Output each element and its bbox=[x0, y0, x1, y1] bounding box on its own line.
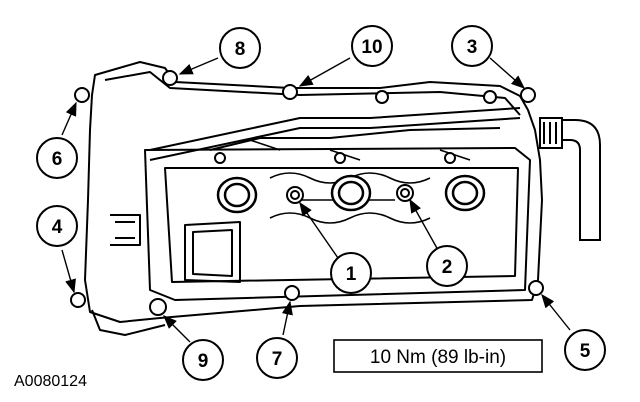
bolt-6 bbox=[74, 87, 90, 103]
figure-id: A0080124 bbox=[14, 373, 87, 390]
callout-7: 7 bbox=[256, 337, 298, 379]
svg-text:6: 6 bbox=[52, 149, 63, 170]
svg-text:7: 7 bbox=[272, 349, 283, 370]
callout-5: 5 bbox=[564, 329, 606, 371]
stud-a bbox=[375, 90, 389, 104]
plug-well-2-inner bbox=[337, 180, 365, 206]
leader-4 bbox=[61, 249, 76, 294]
bolt-3 bbox=[520, 87, 536, 103]
bolt-2-center bbox=[400, 188, 410, 198]
callout-3: 3 bbox=[451, 25, 493, 67]
callout-1: 1 bbox=[330, 252, 372, 294]
breather-hose bbox=[539, 117, 601, 241]
leader-1 bbox=[299, 201, 339, 259]
leader-2 bbox=[409, 198, 439, 251]
callout-6: 6 bbox=[36, 137, 78, 179]
bolt-7 bbox=[284, 285, 300, 301]
bolt-9 bbox=[149, 298, 167, 316]
bolt-1-center bbox=[290, 190, 300, 200]
bolt-4 bbox=[70, 292, 86, 308]
bolt-8 bbox=[162, 70, 178, 86]
svg-text:5: 5 bbox=[580, 341, 591, 362]
spark-plug-wells bbox=[216, 174, 486, 214]
callout-8: 8 bbox=[219, 27, 261, 69]
leader-7 bbox=[281, 300, 293, 336]
valve-cover-outline bbox=[84, 61, 543, 336]
svg-text:2: 2 bbox=[442, 257, 453, 278]
callout-2: 2 bbox=[426, 245, 468, 287]
torque-spec-box: 10 Nm (89 lb-in) bbox=[333, 339, 543, 373]
plug-well-1-inner bbox=[223, 182, 251, 208]
stud-e bbox=[444, 152, 456, 164]
leader-8 bbox=[178, 57, 219, 75]
bolt-5 bbox=[528, 280, 544, 296]
bolts bbox=[70, 70, 544, 316]
bolt-10 bbox=[282, 84, 298, 100]
stud-c bbox=[214, 152, 226, 164]
callout-10: 10 bbox=[351, 25, 393, 67]
svg-text:8: 8 bbox=[235, 39, 246, 60]
leader-9 bbox=[163, 315, 191, 343]
svg-text:9: 9 bbox=[198, 351, 209, 372]
svg-text:1: 1 bbox=[346, 264, 357, 285]
plug-well-3-inner bbox=[451, 180, 479, 206]
stud-d bbox=[334, 152, 346, 164]
leader-10 bbox=[298, 57, 351, 87]
svg-text:3: 3 bbox=[467, 37, 478, 58]
leader-lines bbox=[61, 57, 571, 343]
svg-text:10: 10 bbox=[361, 37, 382, 58]
svg-text:4: 4 bbox=[52, 217, 63, 238]
callout-9: 9 bbox=[182, 339, 224, 381]
stud-b bbox=[483, 90, 497, 104]
leader-3 bbox=[489, 57, 526, 89]
svg-text:10 Nm (89 lb-in): 10 Nm (89 lb-in) bbox=[370, 347, 506, 368]
callout-4: 4 bbox=[36, 205, 78, 247]
leader-5 bbox=[541, 293, 571, 331]
leader-6 bbox=[61, 101, 77, 136]
